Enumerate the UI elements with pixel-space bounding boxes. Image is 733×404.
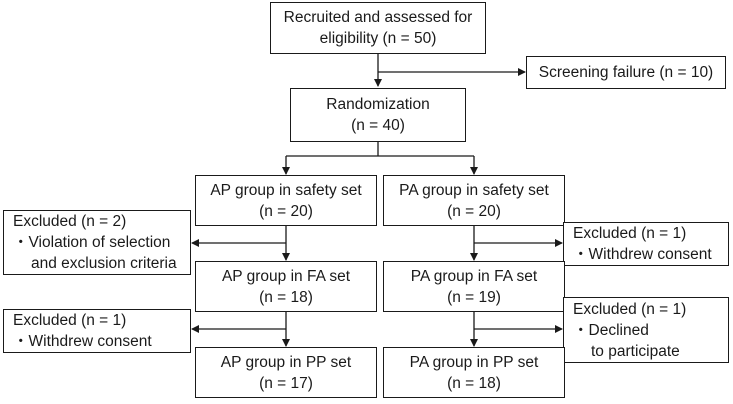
ap-fa-line1: AP group in FA set	[221, 267, 351, 285]
ap-pp-box: AP group in PP set (n = 17)	[195, 347, 377, 398]
pa-safety-line1: PA group in safety set	[399, 181, 549, 199]
randomization-line2: (n = 40)	[351, 117, 405, 134]
ap-excluded-1-line1: Excluded (n = 2)	[13, 213, 127, 230]
pa-fa-line1: PA group in FA set	[410, 267, 538, 285]
pa-pp-box: PA group in PP set (n = 18)	[383, 347, 565, 398]
pa-pp-line2: (n = 18)	[447, 374, 501, 392]
ap-excluded-1-line3: and exclusion criteria	[31, 255, 177, 272]
ap-excluded-1-box: Excluded (n = 2) ・Violation of selection…	[3, 210, 191, 275]
ap-pp-line1: AP group in PP set	[220, 353, 352, 371]
pa-fa-box: PA group in FA set (n = 19)	[383, 261, 565, 312]
randomization-line1: Randomization	[326, 96, 430, 113]
ap-excluded-1-line2: ・Violation of selection	[13, 234, 171, 251]
screening-failure-box: Screening failure (n = 10)	[526, 56, 726, 89]
pa-excluded-1-line1: Excluded (n = 1)	[573, 225, 687, 242]
pa-excluded-2-box: Excluded (n = 1) ・Declined to participat…	[563, 297, 729, 363]
ap-safety-box: AP group in safety set (n = 20)	[195, 175, 377, 226]
randomization-box: Randomization (n = 40)	[290, 88, 466, 142]
ap-safety-line1: AP group in safety set	[210, 181, 362, 199]
ap-pp-line2: (n = 17)	[259, 374, 313, 392]
recruited-box: Recruited and assessed for eligibility (…	[270, 2, 486, 54]
pa-pp-line1: PA group in PP set	[409, 353, 539, 371]
ap-fa-box: AP group in FA set (n = 18)	[195, 261, 377, 312]
ap-safety-line2: (n = 20)	[259, 202, 313, 220]
pa-excluded-2-line3: to participate	[591, 342, 680, 360]
pa-fa-line2: (n = 19)	[447, 288, 501, 306]
recruited-line1: Recruited and assessed for	[283, 9, 473, 26]
pa-excluded-2-line1: Excluded (n = 1)	[573, 300, 687, 318]
ap-excluded-2-line1: Excluded (n = 1)	[13, 312, 127, 329]
ap-fa-line2: (n = 18)	[259, 288, 313, 306]
pa-excluded-1-line2: ・Withdrew consent	[573, 246, 712, 263]
pa-excluded-2-line2: ・Declined	[573, 321, 649, 339]
ap-excluded-2-line2: ・Withdrew consent	[13, 333, 152, 350]
ap-excluded-2-box: Excluded (n = 1) ・Withdrew consent	[3, 309, 191, 353]
pa-excluded-1-box: Excluded (n = 1) ・Withdrew consent	[563, 222, 729, 266]
recruited-line2: eligibility (n = 50)	[319, 30, 437, 47]
screening-failure-label: Screening failure (n = 10)	[538, 64, 714, 81]
pa-safety-line2: (n = 20)	[447, 202, 501, 220]
pa-safety-box: PA group in safety set (n = 20)	[383, 175, 565, 226]
